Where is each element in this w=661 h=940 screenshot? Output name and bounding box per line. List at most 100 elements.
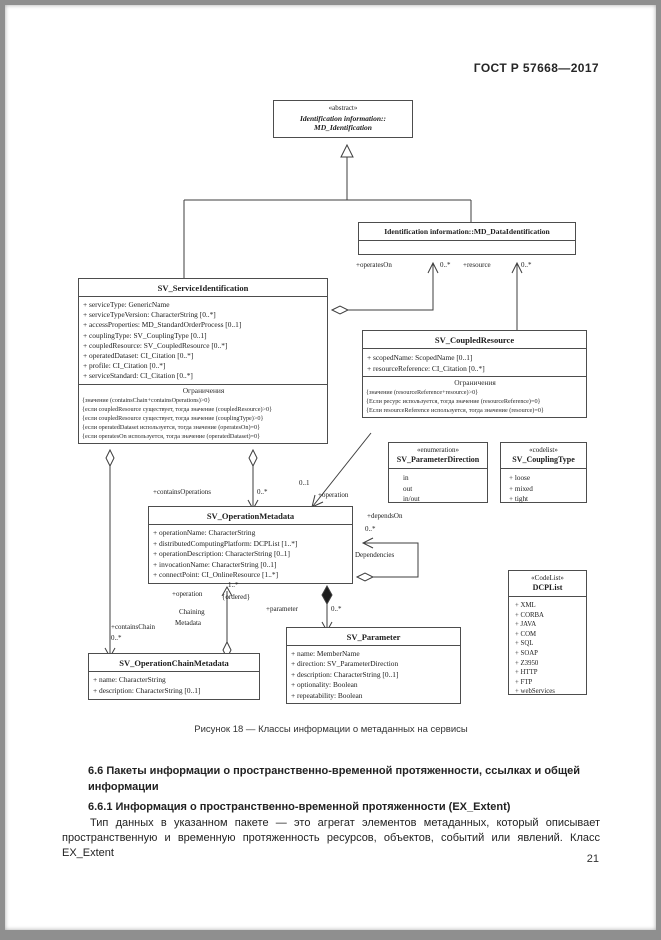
attribute: + operationName: CharacterString xyxy=(153,528,256,537)
class-sv-operationchainmetadata: SV_OperationChainMetadata + name: Charac… xyxy=(88,653,260,700)
attribute: + invocationName: CharacterString [0..1] xyxy=(153,559,277,569)
assoc-mult-operateson: 0..* xyxy=(440,261,451,269)
attribute: + scopedName: ScopedName [0..1] xyxy=(367,353,473,362)
attribute: + distributedComputingPlatform: DCPList … xyxy=(153,538,298,548)
constraint: {Если resourceReference используется, то… xyxy=(366,407,544,414)
generalization-arrow-icon xyxy=(340,143,354,158)
figure-caption: Рисунок 18 — Классы информации о метадан… xyxy=(194,724,468,735)
class-title: SV_ServiceIdentification xyxy=(79,279,327,297)
class-dcplist: «CodeList» DCPList + XML + CORBA + JAVA … xyxy=(508,570,587,695)
doc-number: ГОСТ Р 57668—2017 xyxy=(473,61,599,75)
section-heading-6-6: 6.6 Пакеты информации о пространственно-… xyxy=(88,765,580,793)
assoc-label-operateson: +operatesOn xyxy=(356,261,392,269)
generalization-line xyxy=(183,157,472,283)
code-value: + CORBA xyxy=(515,611,544,619)
class-title: SV_CoupledResource xyxy=(363,331,586,349)
open-arrow-icon xyxy=(361,537,374,549)
attribute: + serviceTypeVersion: CharacterString [0… xyxy=(83,310,216,320)
enum-value: in/out xyxy=(403,495,420,504)
attribute: + operatedDataset: CI_Citation [0..*] xyxy=(83,351,194,361)
operateson-line xyxy=(348,264,434,311)
values-compartment: + XML + CORBA + JAVA + COM + SQL + SOAP … xyxy=(509,597,586,699)
enum-value: in xyxy=(403,474,409,482)
class-sv-coupledresource: SV_CoupledResource + scopedName: ScopedN… xyxy=(362,330,587,418)
attribute: + repeatability: Boolean xyxy=(291,690,363,700)
attribute: + resourceReference: CI_Citation [0..*] xyxy=(367,364,485,373)
assoc-label-containsoperations: +containsOperations xyxy=(153,488,211,496)
attribute: + name: MemberName xyxy=(291,649,360,658)
assoc-name-metadata: Metadata xyxy=(175,619,202,627)
aggregation-diamond-icon xyxy=(355,572,375,582)
assoc-label-operation: +operation xyxy=(318,491,349,499)
document-page: ГОСТ Р 57668—2017 xyxy=(5,5,656,930)
values-compartment: in out in/out xyxy=(389,469,487,507)
constraint: {если coupledResource существует, тогда … xyxy=(82,414,264,422)
attribute: + serviceType: GenericName xyxy=(83,300,170,309)
assoc-label-parameter: +parameter xyxy=(266,605,298,613)
attribute: + description: CharacterString [0..1] xyxy=(93,685,201,695)
attribute: + couplingType: SV_CouplingType [0..1] xyxy=(83,330,207,340)
stereotype-label: «abstract» xyxy=(328,104,358,112)
code-value: + XML xyxy=(515,602,536,609)
attribute: + connectPoint: CI_OnlineResource [1..*] xyxy=(153,570,279,580)
code-value: + SQL xyxy=(515,640,534,648)
attribute: + serviceStandard: CI_Citation [0..*] xyxy=(83,371,193,381)
attribute: + accessProperties: MD_StandardOrderProc… xyxy=(83,320,242,330)
open-arrow-icon xyxy=(427,261,439,274)
attribute: + operationDescription: CharacterString … xyxy=(153,549,290,559)
attributes-compartment: + name: CharacterString + description: C… xyxy=(89,672,259,699)
class-sv-serviceidentification: SV_ServiceIdentification + serviceType: … xyxy=(78,278,328,444)
assoc-mult-operation: 0..1 xyxy=(299,479,310,487)
code-value: + webServices xyxy=(515,688,555,696)
assoc-ordered: {ordered} xyxy=(222,593,251,601)
class-title: SV_OperationMetadata xyxy=(149,507,352,525)
aggregation-diamond-icon xyxy=(330,305,350,315)
class-title: DCPList xyxy=(509,583,586,597)
attribute: + description: CharacterString [0..1] xyxy=(291,669,399,679)
constraints-compartment: Ограничения {значение (resourceReference… xyxy=(363,376,586,417)
class-sv-couplingtype: «codelist» SV_CouplingType + loose + mix… xyxy=(500,442,587,503)
attribute: + profile: CI_Citation [0..*] xyxy=(83,361,166,371)
code-value: + loose xyxy=(509,474,531,482)
constraint: {если coupledResource существует, тогда … xyxy=(82,405,273,413)
assoc-label-dependson: +dependsOn xyxy=(367,512,403,520)
stereotype-label: «enumeration» xyxy=(417,446,459,454)
enum-value: out xyxy=(403,484,413,493)
values-compartment: + loose + mixed + tight xyxy=(501,469,586,507)
stereotype-label: «codelist» xyxy=(529,446,558,454)
dependson-loop-line xyxy=(364,542,419,578)
aggregation-diamond-icon xyxy=(105,448,115,468)
empty-compartment xyxy=(359,241,575,254)
attribute: + name: CharacterString xyxy=(93,675,166,684)
code-value: + SOAP xyxy=(515,649,538,657)
code-value: + tight xyxy=(509,495,529,504)
page-number: 21 xyxy=(586,853,599,865)
constraints-title: Ограничения xyxy=(454,378,496,387)
assoc-mult-dependson: 0..* xyxy=(365,525,376,533)
body-paragraph: Тип данных в указанном пакете — это агре… xyxy=(62,817,600,859)
assoc-mult-parameter: 0..* xyxy=(331,605,342,613)
attribute: + optionality: Boolean xyxy=(291,680,358,690)
attributes-compartment: + serviceType: GenericName + serviceType… xyxy=(79,297,327,384)
class-md-identification: «abstract» Identification information:: … xyxy=(273,100,413,138)
code-value: + HTTP xyxy=(515,669,538,677)
assoc-name-chaining: Chaining xyxy=(179,608,205,616)
aggregation-diamond-icon xyxy=(248,448,258,468)
attributes-compartment: + operationName: CharacterString + distr… xyxy=(149,525,352,583)
class-title: Identification information:: xyxy=(299,113,387,123)
constraint: {если operatesOn используется, тогда зна… xyxy=(82,432,261,440)
class-title: MD_Identification xyxy=(314,122,372,132)
assoc-mult-containsoperations: 0..* xyxy=(257,488,268,496)
composition-diamond-icon xyxy=(321,584,333,606)
class-sv-parameterdirection: «enumeration» SV_ParameterDirection in o… xyxy=(388,442,488,503)
assoc-label-chain-operation: +operation xyxy=(172,590,203,598)
class-sv-operationmetadata: SV_OperationMetadata + operationName: Ch… xyxy=(148,506,353,584)
assoc-mult-containschain: 0..* xyxy=(111,634,122,642)
constraints-compartment: Ограничения {значение (containsChain+con… xyxy=(79,383,327,443)
class-title: Identification information::MD_DataIdent… xyxy=(359,223,575,241)
assoc-label-containschain: +containsChain xyxy=(111,623,155,631)
section-heading-6-6-1: 6.6.1 Информация о пространственно-време… xyxy=(88,801,511,813)
constraints-title: Ограничения xyxy=(182,385,225,395)
attribute: + direction: SV_ParameterDirection xyxy=(291,659,399,669)
code-value: + Z3950 xyxy=(515,659,539,667)
